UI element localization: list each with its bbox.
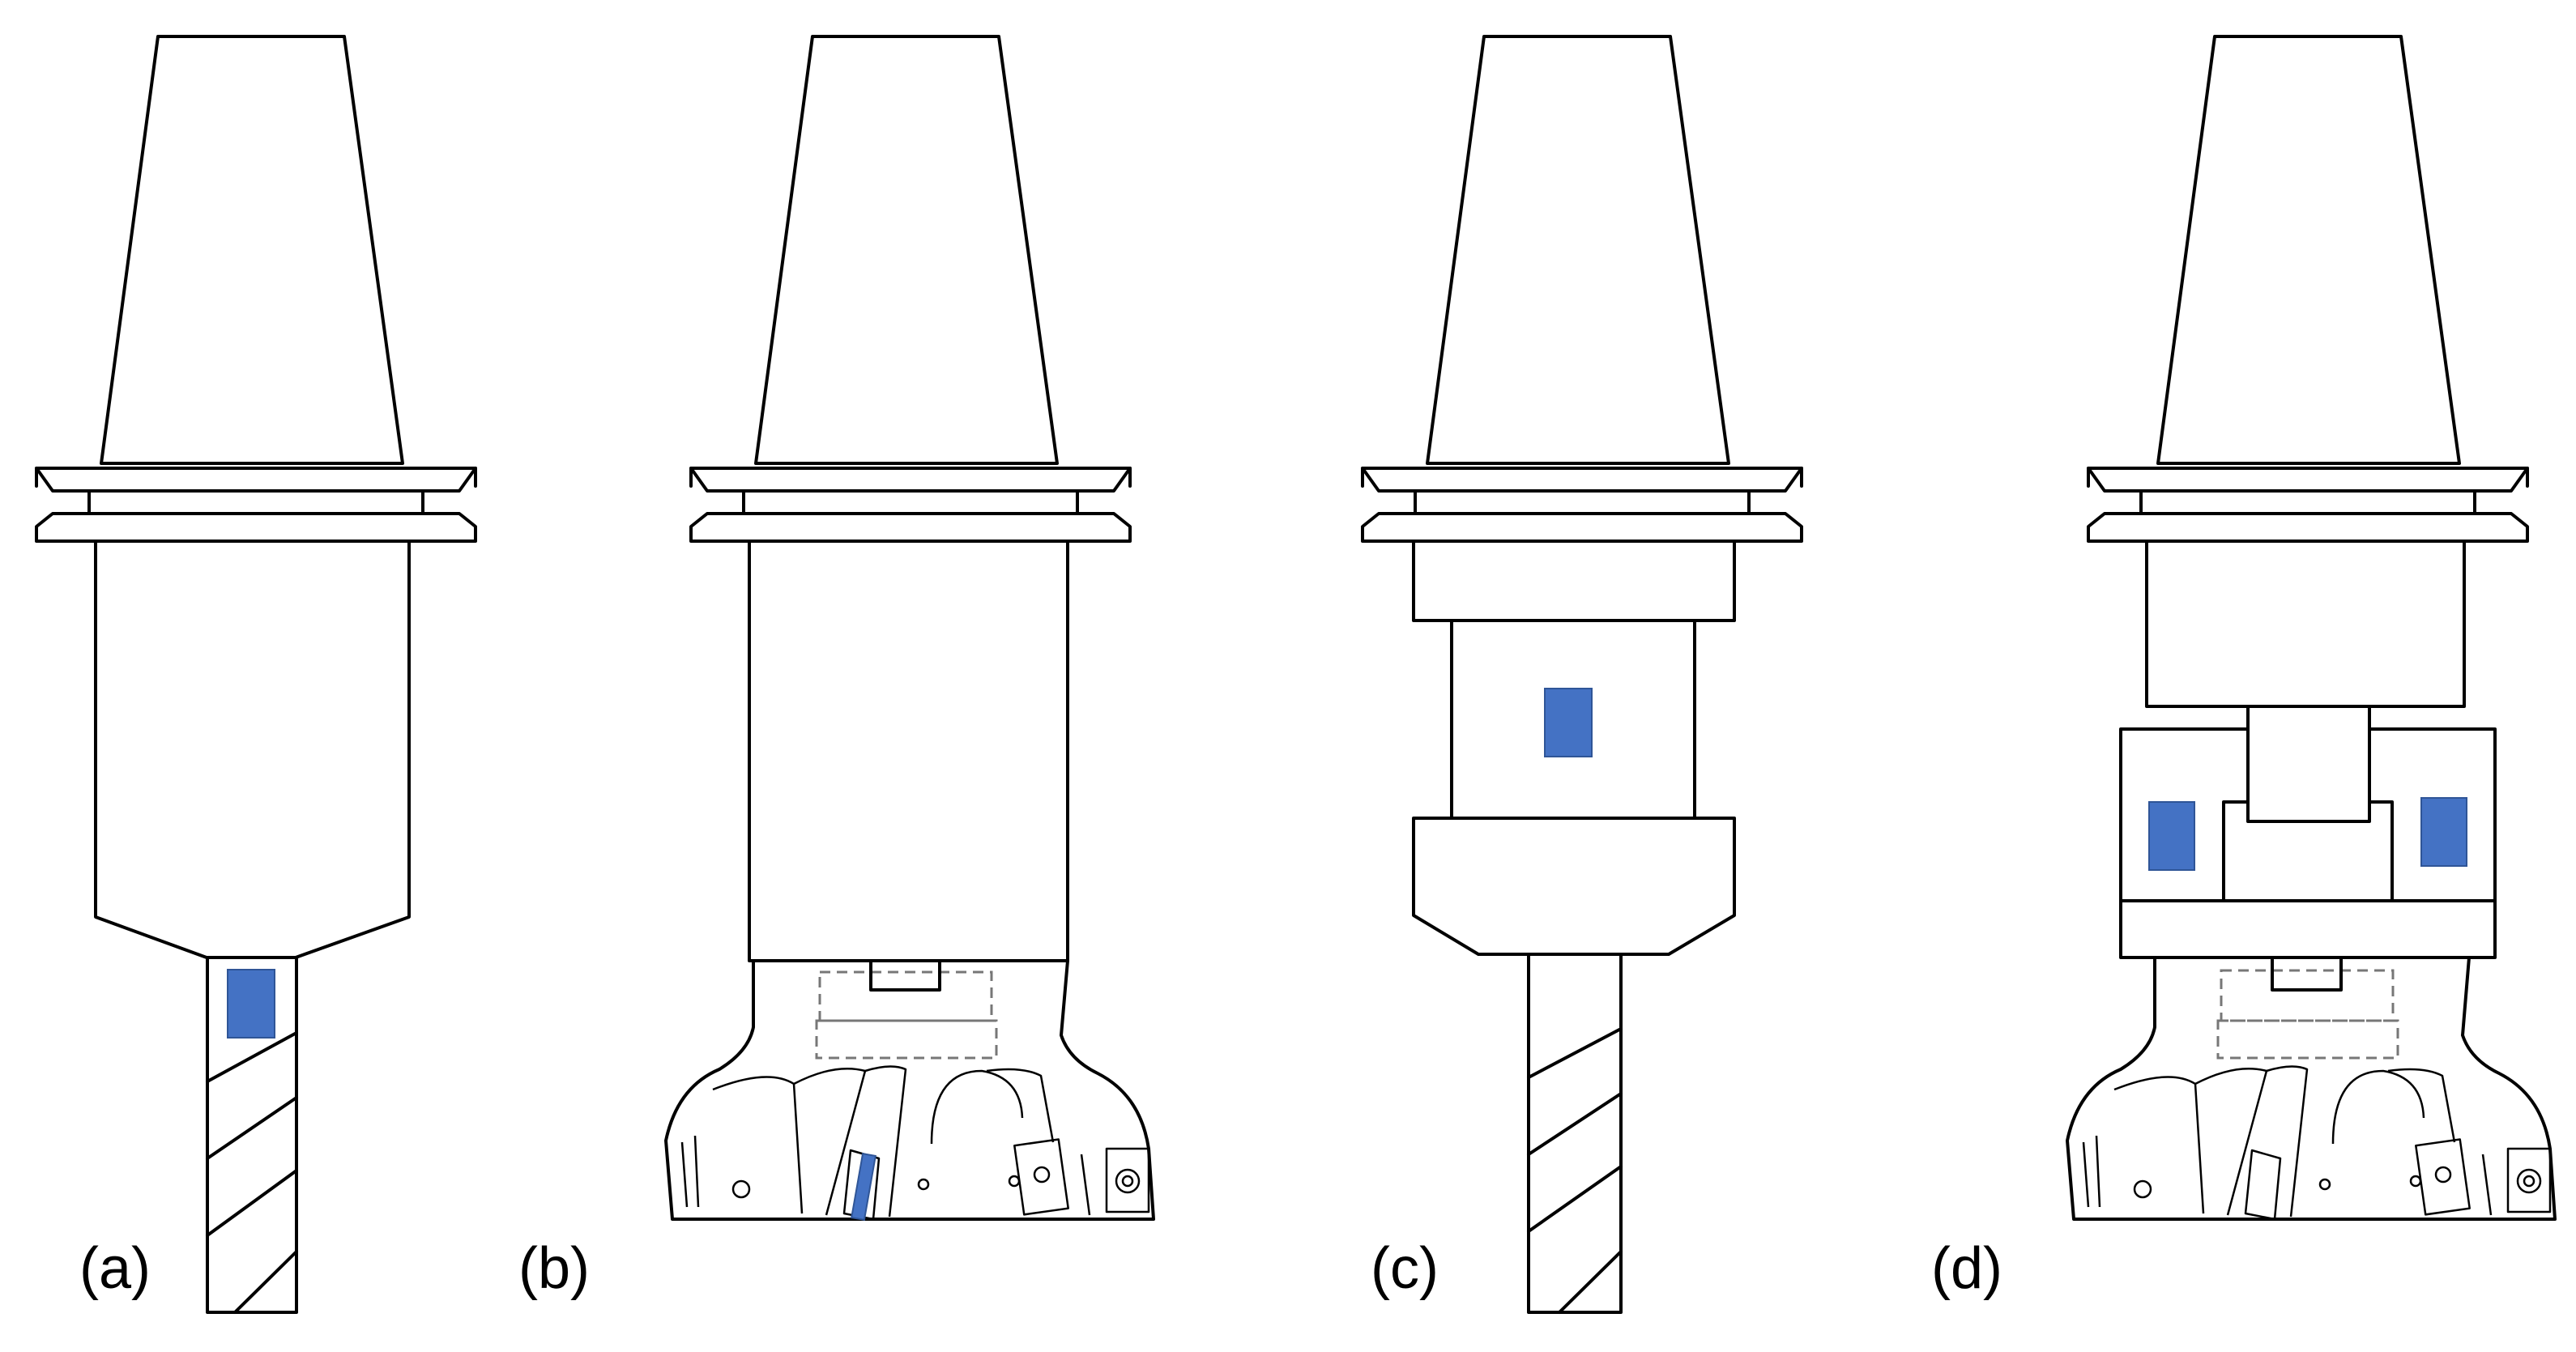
- sensor-patch: [1544, 688, 1593, 757]
- face-mill-cutter: [664, 959, 1155, 1221]
- panel-d: [2066, 35, 2557, 1221]
- flange: [689, 467, 1132, 543]
- taper: [1426, 35, 1730, 465]
- taper: [2156, 35, 2461, 465]
- flutes: [206, 1031, 298, 1314]
- holder-neck: [1412, 540, 1736, 622]
- holder-nose: [1412, 817, 1736, 956]
- flange: [1361, 467, 1803, 543]
- sensor-patch-left: [2148, 801, 2195, 871]
- module-spindle-stub: [2246, 705, 2371, 823]
- panel-a: [35, 35, 477, 1314]
- face-mill-cutter: [2066, 956, 2557, 1221]
- flange: [2087, 467, 2529, 543]
- panel-label-a: (a): [79, 1236, 151, 1301]
- holder-body: [94, 540, 411, 959]
- sensor-patch: [227, 969, 275, 1039]
- taper: [754, 35, 1059, 465]
- panel-label-c: (c): [1371, 1236, 1439, 1301]
- sensor-patch-right: [2420, 797, 2467, 867]
- taper: [100, 35, 404, 465]
- panel-b: [664, 35, 1155, 1221]
- tool-shank: [206, 956, 298, 1314]
- sensor-patch: [851, 1153, 876, 1221]
- flange: [35, 467, 477, 543]
- holder-body: [748, 540, 1069, 962]
- holder-body: [2145, 540, 2466, 708]
- panel-label-d: (d): [1931, 1236, 2002, 1301]
- panel-label-b: (b): [518, 1236, 590, 1301]
- flutes: [1527, 1027, 1623, 1314]
- panel-c: [1361, 35, 1803, 1314]
- tool-shank: [1527, 953, 1623, 1314]
